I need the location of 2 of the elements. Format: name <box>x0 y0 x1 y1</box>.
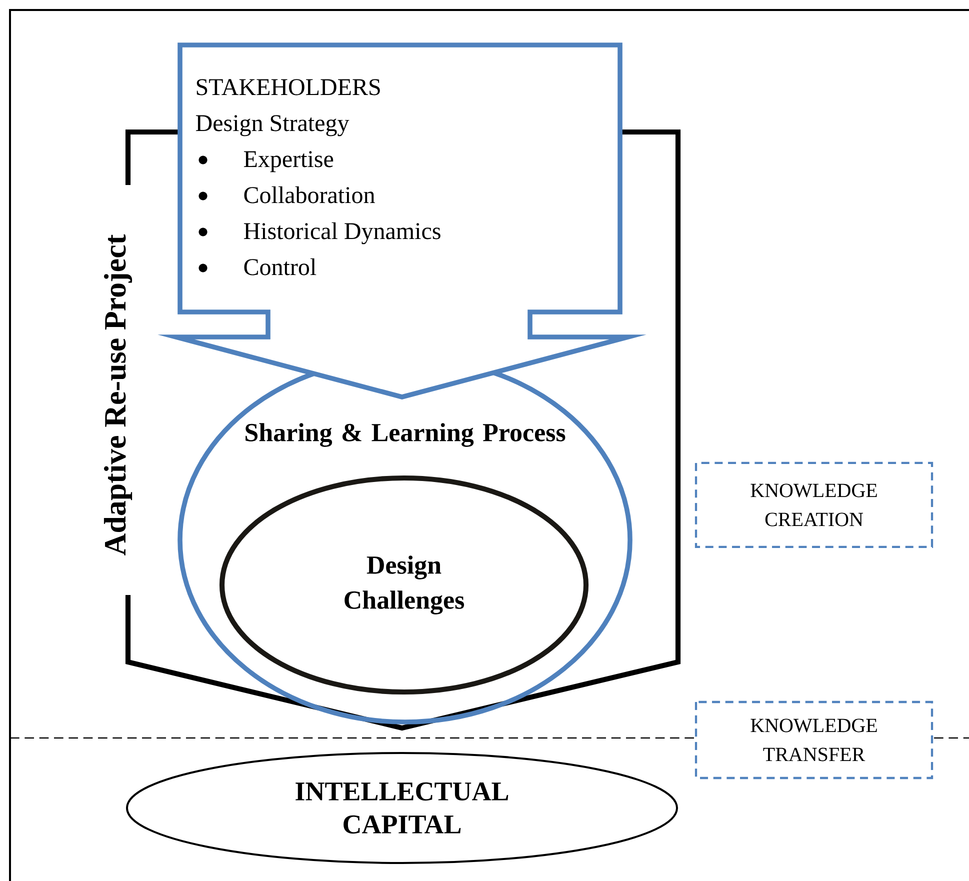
dashed-box: KNOWLEDGE TRANSFER <box>694 700 934 780</box>
dashed-box: KNOWLEDGE CREATION <box>694 462 934 548</box>
